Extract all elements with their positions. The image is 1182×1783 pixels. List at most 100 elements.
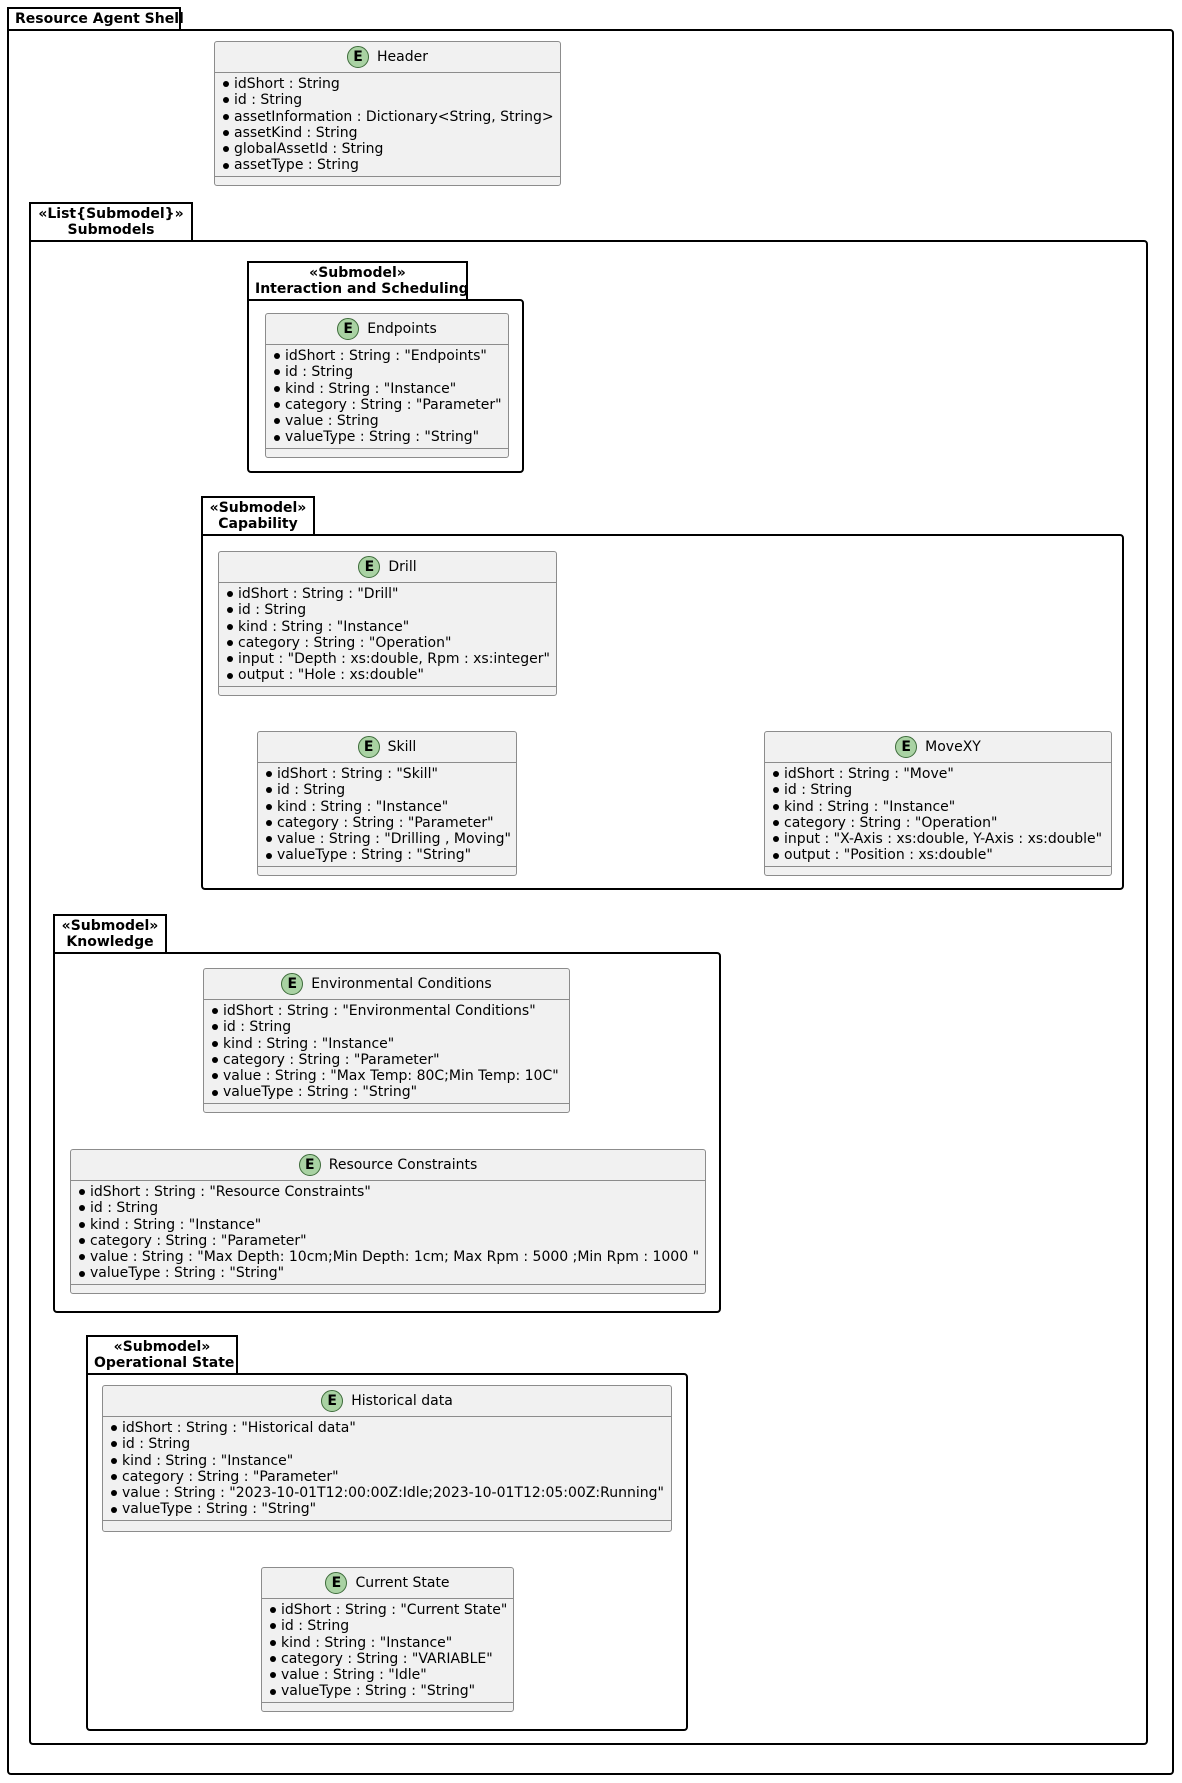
entity-badge-icon: E bbox=[321, 1390, 344, 1412]
mandatory-bullet-icon bbox=[266, 852, 272, 859]
entity-fields: idShort : String : "Current State"id : S… bbox=[262, 1599, 513, 1703]
entity-field-text: kind : String : "Instance" bbox=[238, 618, 410, 635]
entity-field: valueType : String : "String" bbox=[266, 847, 510, 863]
entity-name: Endpoints bbox=[367, 321, 437, 337]
package-frame bbox=[247, 299, 524, 473]
package-tab-capability: «Submodel» Capability bbox=[201, 496, 315, 534]
entity-field: valueType : String : "String" bbox=[212, 1084, 563, 1100]
entity-badge-icon: E bbox=[337, 318, 360, 340]
entity-fields: idShort : String : "Endpoints"id : Strin… bbox=[266, 345, 508, 449]
mandatory-bullet-icon bbox=[223, 81, 229, 88]
entity-field: valueType : String : "String" bbox=[270, 1683, 507, 1699]
mandatory-bullet-icon bbox=[274, 434, 280, 441]
entity-field: category : String : "Parameter" bbox=[111, 1469, 665, 1485]
entity-field-text: idShort : String : "Skill" bbox=[277, 766, 438, 782]
entity-field-text: kind : String : "Instance" bbox=[223, 1035, 395, 1052]
mandatory-bullet-icon bbox=[111, 1506, 117, 1513]
entity-fields: idShort : String : "Historical data"id :… bbox=[103, 1417, 671, 1521]
entity-field: category : String : "Parameter" bbox=[274, 397, 502, 413]
mandatory-bullet-icon bbox=[111, 1425, 117, 1432]
mandatory-bullet-icon bbox=[223, 130, 229, 137]
entity-historical-data[interactable]: E Historical data idShort : String : "Hist… bbox=[102, 1385, 672, 1532]
package-interaction-scheduling: «Submodel» Interaction and Scheduling bbox=[247, 261, 524, 473]
package-label: Capability bbox=[218, 516, 298, 532]
mandatory-bullet-icon bbox=[773, 803, 779, 810]
entity-field: valueType : String : "String" bbox=[79, 1265, 699, 1281]
entity-field: idShort : String : "Drill" bbox=[227, 586, 550, 602]
entity-field: input : "Depth : xs:double, Rpm : xs:int… bbox=[227, 651, 550, 667]
entity-field-text: valueType : String : "String" bbox=[277, 847, 472, 864]
entity-field-text: kind : String : "Instance" bbox=[281, 1634, 453, 1651]
mandatory-bullet-icon bbox=[773, 771, 779, 778]
entity-field: kind : String : "Instance" bbox=[270, 1635, 507, 1651]
entity-name: Header bbox=[377, 49, 428, 65]
entity-methods-compartment bbox=[103, 1521, 671, 1529]
entity-field: id : String bbox=[274, 364, 502, 380]
mandatory-bullet-icon bbox=[227, 656, 233, 663]
entity-field-text: assetKind : String bbox=[234, 124, 358, 141]
entity-badge-icon: E bbox=[358, 556, 381, 578]
entity-field-text: globalAssetId : String bbox=[234, 141, 384, 158]
entity-field-text: kind : String : "Instance" bbox=[90, 1216, 262, 1233]
mandatory-bullet-icon bbox=[773, 836, 779, 843]
mandatory-bullet-icon bbox=[270, 1656, 276, 1663]
entity-field: valueType : String : "String" bbox=[111, 1501, 665, 1517]
entity-field: kind : String : "Instance" bbox=[274, 381, 502, 397]
entity-field-text: value : String : "2023-10-01T12:00:00Z:I… bbox=[122, 1485, 664, 1502]
entity-field-text: kind : String : "Instance" bbox=[122, 1452, 294, 1469]
entity-field: value : String : "Idle" bbox=[270, 1667, 507, 1683]
entity-field-text: valueType : String : "String" bbox=[285, 429, 480, 446]
entity-field-text: value : String : "Drilling , Moving" bbox=[277, 831, 511, 848]
entity-field: id : String bbox=[212, 1019, 563, 1035]
entity-field: kind : String : "Instance" bbox=[773, 799, 1105, 815]
entity-name: Environmental Conditions bbox=[311, 976, 492, 992]
entity-field: category : String : "Operation" bbox=[773, 815, 1105, 831]
entity-methods-compartment bbox=[765, 867, 1111, 875]
entity-fields: idShort : String : "Environmental Condit… bbox=[204, 1000, 569, 1104]
entity-field-text: idShort : String : "Move" bbox=[784, 766, 954, 782]
entity-name: Resource Constraints bbox=[328, 1157, 478, 1173]
entity-field: kind : String : "Instance" bbox=[227, 619, 550, 635]
package-label: Submodels bbox=[67, 222, 155, 238]
mandatory-bullet-icon bbox=[212, 1008, 218, 1015]
package-tab-operational-state: «Submodel» Operational State bbox=[86, 1335, 238, 1373]
entity-methods-compartment bbox=[71, 1285, 705, 1293]
entity-field: id : String bbox=[266, 782, 510, 798]
entity-field-text: kind : String : "Instance" bbox=[277, 798, 449, 815]
entity-field-text: id : String bbox=[238, 602, 307, 619]
entity-field-text: value : String : "Idle" bbox=[281, 1667, 427, 1684]
entity-field: output : "Position : xs:double" bbox=[773, 847, 1105, 863]
entity-field-text: valueType : String : "String" bbox=[122, 1501, 317, 1518]
entity-methods-compartment bbox=[262, 1703, 513, 1711]
entity-endpoints[interactable]: E Endpoints idShort : String : "Endpoints"… bbox=[265, 313, 509, 458]
mandatory-bullet-icon bbox=[223, 97, 229, 104]
package-tab-resource-agent-shell: Resource Agent Shell bbox=[7, 7, 184, 29]
entity-methods-compartment bbox=[258, 867, 516, 875]
entity-field-text: valueType : String : "String" bbox=[223, 1084, 418, 1101]
entity-field-text: id : String bbox=[234, 92, 303, 109]
entity-methods-compartment bbox=[215, 177, 560, 185]
entity-field-text: idShort : String bbox=[234, 76, 340, 92]
mandatory-bullet-icon bbox=[274, 385, 280, 392]
mandatory-bullet-icon bbox=[266, 787, 272, 794]
mandatory-bullet-icon bbox=[266, 820, 272, 827]
package-submodels: «List{Submodel}» Submodels bbox=[29, 202, 1148, 1745]
entity-field: category : String : "Parameter" bbox=[266, 815, 510, 831]
entity-field-text: output : "Hole : xs:double" bbox=[238, 667, 424, 684]
package-label: Knowledge bbox=[66, 934, 154, 950]
package-stereotype: «Submodel» bbox=[309, 265, 406, 281]
entity-field: category : String : "VARIABLE" bbox=[270, 1651, 507, 1667]
package-knowledge: «Submodel» Knowledge bbox=[53, 914, 721, 1313]
entity-name: Historical data bbox=[351, 1393, 453, 1409]
entity-field: id : String bbox=[227, 602, 550, 618]
mandatory-bullet-icon bbox=[227, 623, 233, 630]
mandatory-bullet-icon bbox=[111, 1441, 117, 1448]
